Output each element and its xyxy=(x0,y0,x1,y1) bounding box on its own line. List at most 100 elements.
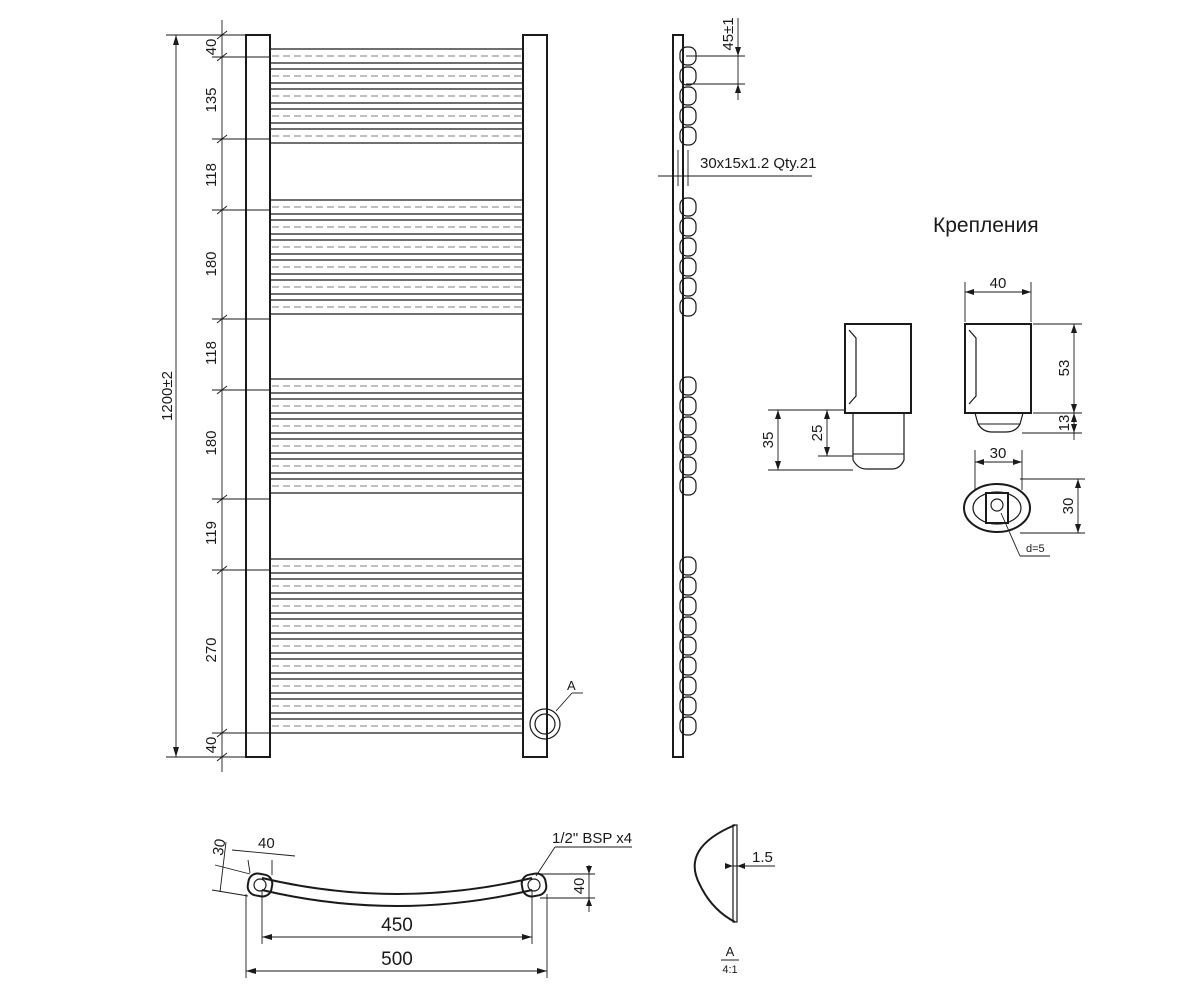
segment-tick-slash xyxy=(216,494,228,504)
segment-tick-slash xyxy=(216,30,228,40)
side-tube-profile xyxy=(679,596,697,616)
dim-270: 270 xyxy=(203,637,220,662)
side-tube-profile xyxy=(679,636,697,656)
detail-a-inner-circle xyxy=(534,713,556,735)
thread-leader xyxy=(535,846,556,877)
depth-label: 40 xyxy=(571,878,588,895)
arrow xyxy=(173,35,179,45)
right-collector-section xyxy=(520,872,548,898)
mount-neck xyxy=(852,413,905,470)
side-collector xyxy=(672,34,684,758)
dim-118-middle: 118 xyxy=(203,341,220,365)
detail-a-leader xyxy=(555,692,573,712)
segment-ticks xyxy=(212,30,270,762)
arrow xyxy=(735,84,741,93)
side-tube-profile xyxy=(679,476,697,496)
hole-diameter-label: d=5 xyxy=(1026,543,1045,555)
dim-118-upper: 118 xyxy=(203,163,220,187)
base-square xyxy=(985,492,1009,524)
detail-a-dome xyxy=(693,824,736,923)
bar-arc-inner xyxy=(261,889,533,907)
side-tube-profile xyxy=(679,197,697,217)
side-view: 45±1 30х15х1.2 Qty.21 xyxy=(658,17,816,758)
dim-top-40: 40 xyxy=(203,39,220,56)
segment-tick-slash xyxy=(216,565,228,575)
detail-a: 1.5 А 4:1 xyxy=(693,824,775,976)
side-tube-profile xyxy=(679,676,697,696)
segment-tick-slash xyxy=(216,134,228,144)
arrow xyxy=(173,747,179,757)
right-collector xyxy=(522,34,548,758)
right-pipe-bore xyxy=(527,878,541,892)
side-tube-profile xyxy=(679,616,697,636)
side-tube-profile xyxy=(679,217,697,237)
extension-line xyxy=(214,864,251,875)
arrows xyxy=(725,863,745,869)
side-tube-profile xyxy=(679,576,697,596)
mount-clip xyxy=(968,329,977,405)
mount-base: d=5 30 30 xyxy=(963,445,1085,557)
arrows xyxy=(1071,324,1077,433)
side-tube-profile xyxy=(679,436,697,456)
detail-a-label: А xyxy=(726,944,735,959)
center-distance-label: 450 xyxy=(381,915,413,936)
segment-tick-slash xyxy=(216,728,228,738)
tube-spacing-label: 45±1 xyxy=(720,17,737,50)
side-tube-profile xyxy=(679,376,697,396)
left-collector xyxy=(245,34,271,758)
bottom-view: 30 40 1/2" BSP х4 40 450 500 xyxy=(210,830,632,978)
arrows xyxy=(586,866,592,906)
dim-135: 135 xyxy=(203,87,220,112)
side-tube-profile xyxy=(679,456,697,476)
dim-bottom-40: 40 xyxy=(203,737,220,754)
pipe-dimension-line xyxy=(219,841,227,893)
side-tube-profile xyxy=(679,237,697,257)
side-tube-profile xyxy=(679,696,697,716)
extension-line xyxy=(211,889,249,897)
segment-tick-slash xyxy=(216,52,228,62)
mount-body-height-label: 53 xyxy=(1056,360,1073,377)
side-tube-profile xyxy=(679,126,697,146)
side-tube-profile xyxy=(679,716,697,736)
base-inner xyxy=(972,491,1022,525)
base-width-label: 30 xyxy=(990,445,1007,462)
mounts-title: Крепления xyxy=(933,214,1039,237)
detail-a-plate xyxy=(732,824,738,923)
mount-neck xyxy=(974,412,1024,433)
side-tube-profile xyxy=(679,106,697,126)
offset-label: 40 xyxy=(258,835,275,852)
overall-width-label: 500 xyxy=(381,949,413,970)
side-tube-profile xyxy=(679,556,697,576)
side-tube-profile xyxy=(679,257,697,277)
hole-leader xyxy=(1000,512,1021,557)
segment-tick-slash xyxy=(216,205,228,215)
dim-119: 119 xyxy=(203,521,220,545)
mount-left: 35 25 xyxy=(760,323,912,471)
pipe-diameter-label: 30 xyxy=(210,838,230,857)
base-hole xyxy=(990,498,1004,512)
thread-label: 1/2" BSP х4 xyxy=(552,830,632,847)
detail-a-ref-label: А xyxy=(567,678,576,693)
segment-tick-slash xyxy=(216,752,228,762)
base-outer xyxy=(963,483,1031,533)
mount-body xyxy=(964,323,1032,414)
offset-dimension-line xyxy=(231,849,296,857)
left-pipe-bore xyxy=(253,878,267,892)
segment-tick-slash xyxy=(216,314,228,324)
tube-spec-label: 30х15х1.2 Qty.21 xyxy=(700,155,816,172)
dim-180-lower: 180 xyxy=(203,430,220,455)
mount-width-label: 40 xyxy=(990,275,1007,292)
side-tube-profile xyxy=(679,277,697,297)
detail-a-circle xyxy=(529,708,561,740)
detail-a-scale-label: 4:1 xyxy=(722,964,737,976)
side-tube-profile xyxy=(679,396,697,416)
left-collector-section xyxy=(246,872,274,898)
front-bars xyxy=(270,48,523,734)
bar-arc-outer xyxy=(261,877,533,895)
base-height-label: 30 xyxy=(1060,498,1077,515)
side-tube-profile xyxy=(679,656,697,676)
left-total-label: 35 xyxy=(760,432,777,449)
mount-right: 40 53 13 xyxy=(964,275,1082,440)
side-tube-profile xyxy=(679,86,697,106)
